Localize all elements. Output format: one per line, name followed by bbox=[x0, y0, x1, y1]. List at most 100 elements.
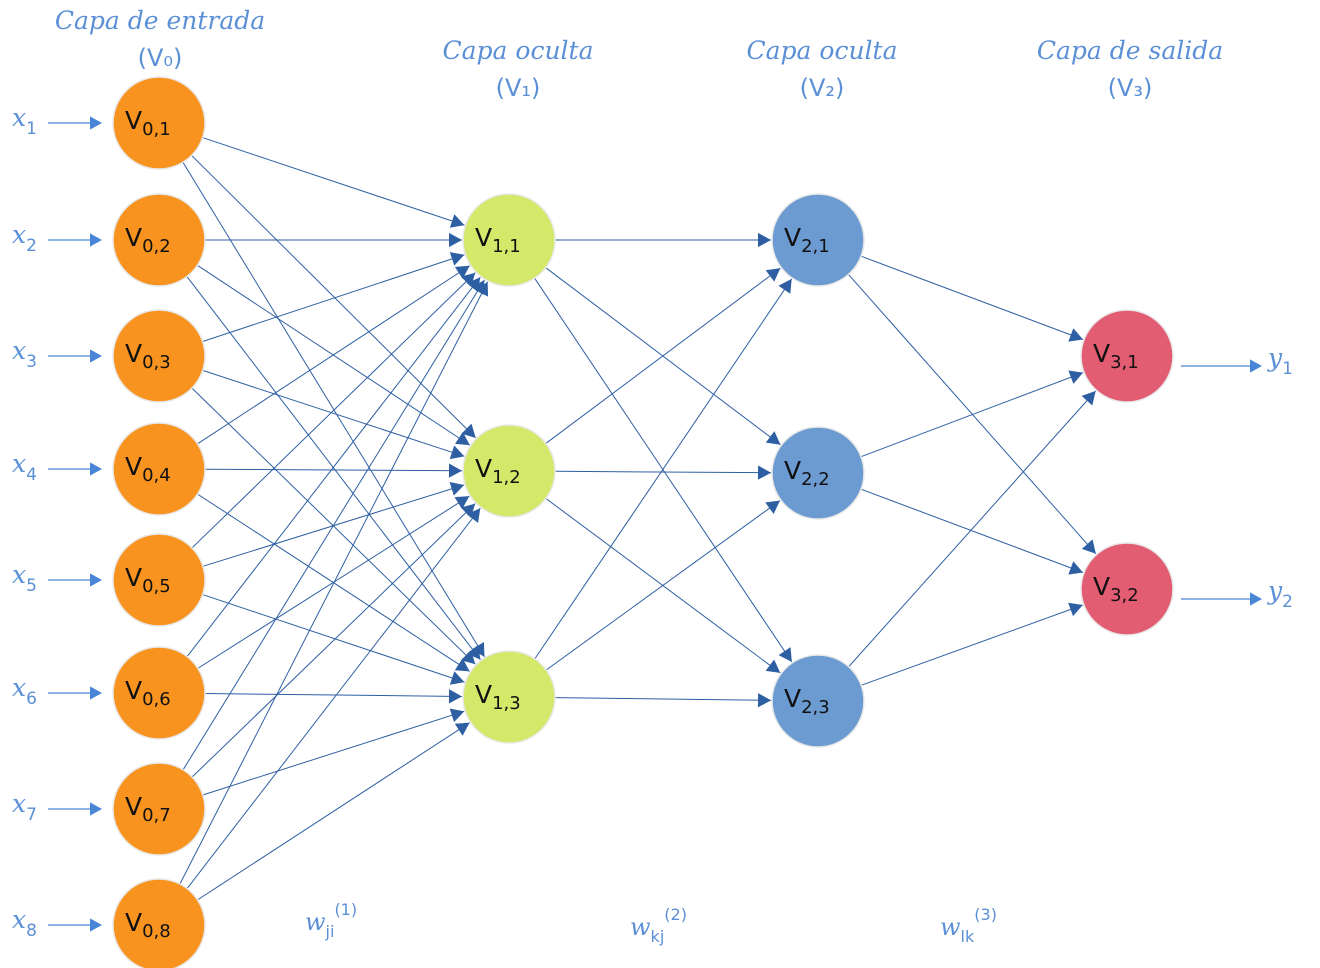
input-subscript: 6 bbox=[26, 689, 37, 709]
edge-l1-3-1 bbox=[534, 278, 793, 660]
edge-l1-1-3 bbox=[534, 277, 793, 663]
node-subscript: 1,3 bbox=[492, 693, 521, 714]
edge-arrowhead-l0-3-2 bbox=[449, 445, 465, 460]
node-v1-3 bbox=[462, 650, 556, 744]
input-subscript: 7 bbox=[26, 805, 37, 825]
node-subscript: 0,7 bbox=[142, 805, 171, 826]
layer-subtitle-hidden-1: (V₁) bbox=[495, 74, 541, 102]
node-symbol: V bbox=[125, 676, 142, 705]
node-v0-7 bbox=[112, 762, 206, 856]
node-symbol: V bbox=[125, 223, 142, 252]
layer-subtitle-output: (V₃) bbox=[1107, 74, 1153, 102]
node-subscript: 0,2 bbox=[142, 236, 171, 257]
edge-l1-2-1 bbox=[545, 267, 781, 444]
output-subscript: 2 bbox=[1282, 592, 1293, 612]
node-subscript: 1,2 bbox=[492, 467, 521, 488]
node-label-v0-7: V0,7 bbox=[125, 792, 171, 826]
edge-l0-2-3 bbox=[186, 276, 481, 660]
edge-l0-6-3 bbox=[204, 693, 463, 697]
input-subscript: 8 bbox=[26, 921, 37, 941]
weight-symbol: w bbox=[305, 908, 326, 936]
output-symbol: y bbox=[1267, 343, 1283, 372]
node-symbol: V bbox=[784, 684, 801, 713]
node-subscript: 0,8 bbox=[142, 921, 171, 942]
layer-subtitle-hidden-2: (V₂) bbox=[799, 74, 845, 102]
node-v0-6 bbox=[112, 646, 206, 740]
node-symbol: V bbox=[125, 792, 142, 821]
node-v3-2 bbox=[1080, 542, 1174, 636]
edge-l1-2-2 bbox=[554, 470, 772, 474]
node-symbol: V bbox=[125, 339, 142, 368]
edge-arrowhead-l2-1-1 bbox=[1068, 328, 1083, 342]
node-v0-1 bbox=[112, 76, 206, 170]
output-label-y2: y2 bbox=[1267, 576, 1293, 612]
node-v1-1 bbox=[462, 193, 556, 287]
edge-arrowhead-l0-4-3 bbox=[454, 658, 470, 672]
edge-arrowhead-l1-3-3 bbox=[757, 693, 772, 708]
edge-arrowhead-l1-2-2 bbox=[757, 465, 772, 480]
node-v1-2 bbox=[462, 424, 556, 518]
edge-l0-8-1 bbox=[179, 281, 489, 885]
node-v2-2 bbox=[771, 426, 865, 520]
node-subscript: 3,2 bbox=[1110, 585, 1139, 606]
node-symbol: V bbox=[784, 456, 801, 485]
input-arrowhead bbox=[90, 349, 102, 363]
node-label-v0-3: V0,3 bbox=[125, 339, 171, 373]
output-arrowhead bbox=[1250, 359, 1262, 373]
node-subscript: 2,3 bbox=[801, 697, 830, 718]
input-label-x3: x3 bbox=[12, 336, 37, 372]
edge-arrowhead-l0-2-1 bbox=[449, 232, 462, 248]
edge-arrowhead-l0-4-1 bbox=[454, 265, 470, 279]
edge-arrowhead-l2-3-1 bbox=[1081, 391, 1096, 406]
node-label-v1-2: V1,2 bbox=[475, 454, 521, 488]
input-label-x4: x4 bbox=[12, 449, 37, 485]
node-symbol: V bbox=[125, 563, 142, 592]
weight-superscript: (3) bbox=[974, 905, 997, 924]
input-label-x1: x1 bbox=[12, 103, 37, 139]
output-symbol: y bbox=[1267, 576, 1283, 605]
edge-arrowhead-l2-1-2 bbox=[1081, 539, 1096, 554]
input-label-x6: x6 bbox=[12, 673, 37, 709]
node-v2-1 bbox=[771, 193, 865, 287]
input-symbol: x bbox=[12, 449, 26, 478]
edge-l2-3-2 bbox=[861, 604, 1083, 686]
node-v2-3 bbox=[771, 654, 865, 748]
edge-l2-2-1 bbox=[860, 372, 1084, 458]
node-label-v2-3: V2,3 bbox=[784, 684, 830, 718]
edge-l2-3-1 bbox=[848, 390, 1097, 668]
edge-arrowhead-l0-8-1 bbox=[475, 281, 489, 297]
input-symbol: x bbox=[12, 789, 26, 818]
input-subscript: 2 bbox=[26, 236, 37, 256]
node-symbol: V bbox=[125, 908, 142, 937]
node-subscript: 0,3 bbox=[142, 352, 171, 373]
edge-l0-8-3 bbox=[197, 722, 470, 901]
input-symbol: x bbox=[12, 336, 26, 365]
edge-l2-2-2 bbox=[860, 488, 1084, 573]
connection-edges bbox=[179, 137, 1097, 901]
input-subscript: 5 bbox=[26, 576, 37, 596]
node-subscript: 0,5 bbox=[142, 576, 171, 597]
edge-arrowhead-l1-2-3 bbox=[765, 659, 781, 673]
input-arrowhead bbox=[90, 462, 102, 476]
edge-l0-6-1 bbox=[186, 276, 481, 657]
node-v0-4 bbox=[112, 422, 206, 516]
edge-l0-8-2 bbox=[186, 507, 481, 889]
input-arrowhead bbox=[90, 116, 102, 130]
node-symbol: V bbox=[475, 223, 492, 252]
input-symbol: x bbox=[12, 673, 26, 702]
node-subscript: 0,1 bbox=[142, 119, 171, 140]
output-subscript: 1 bbox=[1282, 359, 1293, 379]
edge-arrowhead-l0-3-3 bbox=[461, 650, 476, 665]
node-symbol: V bbox=[125, 452, 142, 481]
node-symbol: V bbox=[784, 223, 801, 252]
edge-l0-3-3 bbox=[191, 387, 476, 665]
input-symbol: x bbox=[12, 103, 26, 132]
input-label-x8: x8 bbox=[12, 905, 37, 941]
edge-arrowhead-l0-6-2 bbox=[454, 496, 470, 510]
edge-l0-7-3 bbox=[202, 710, 465, 796]
edge-l0-5-3 bbox=[202, 594, 465, 683]
edge-arrowhead-l1-2-1 bbox=[765, 268, 781, 282]
